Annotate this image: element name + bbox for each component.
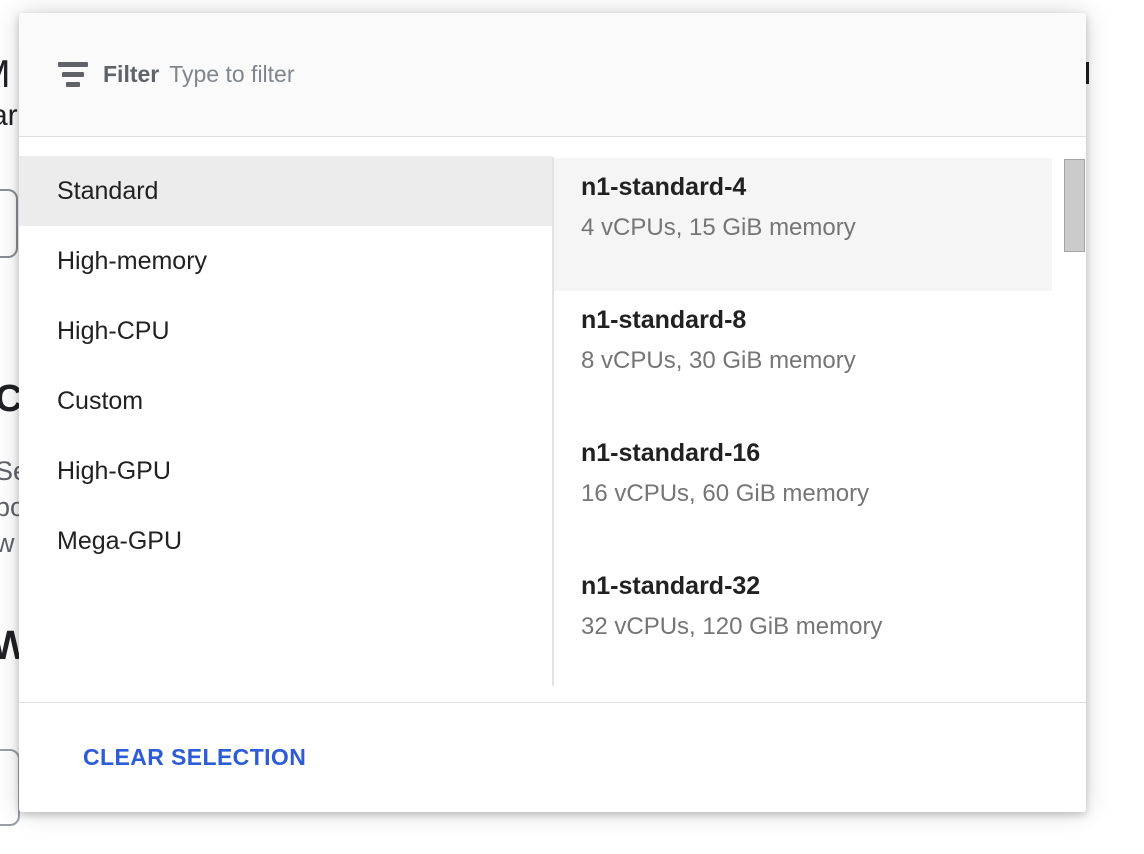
category-mega-gpu[interactable]: Mega-GPU [57,527,183,555]
picker-footer: CLEAR SELECTION [19,702,1086,812]
filter-bar: Filter [19,13,1086,137]
machine-specs: 8 vCPUs, 30 GiB memory [581,347,856,374]
machine-specs: 4 vCPUs, 15 GiB memory [581,214,856,241]
machine-option-n1-standard-32[interactable]: n1-standard-32 32 vCPUs, 120 GiB memory [554,557,1052,690]
machine-name: n1-standard-32 [581,572,761,600]
bg-button-fragment [0,749,20,826]
bg-edge-fragment [1084,62,1089,84]
category-custom[interactable]: Custom [57,387,144,415]
scrollbar-thumb[interactable] [1064,159,1085,252]
machine-option-n1-standard-16[interactable]: n1-standard-16 16 vCPUs, 60 GiB memory [554,424,1052,557]
bg-text-fragment: w [0,528,15,558]
bg-select-box-fragment [0,189,18,258]
machine-name: n1-standard-4 [581,173,747,201]
filter-list-icon [58,62,88,87]
column-divider [552,157,554,686]
machine-option-n1-standard-4[interactable]: n1-standard-4 4 vCPUs, 15 GiB memory [554,158,1052,291]
category-high-gpu[interactable]: High-GPU [57,457,171,485]
machine-type-picker-dialog: Filter Standard High-memory High-CPU Cus… [19,13,1086,812]
category-high-memory[interactable]: High-memory [57,247,208,275]
machine-type-list: n1-standard-4 4 vCPUs, 15 GiB memory n1-… [554,158,1086,702]
machine-specs: 16 vCPUs, 60 GiB memory [581,480,870,507]
filter-label: Filter [103,61,160,87]
bg-text-fragment: ar [0,99,18,132]
machine-specs: 32 vCPUs, 120 GiB memory [581,613,883,640]
bg-heading-fragment: C [0,378,23,420]
machine-name: n1-standard-8 [581,306,747,334]
filter-input[interactable] [169,61,810,88]
category-list: Standard High-memory High-CPU Custom Hig… [19,138,552,702]
machine-option-n1-standard-8[interactable]: n1-standard-8 8 vCPUs, 30 GiB memory [554,291,1052,424]
clear-selection-button[interactable]: CLEAR SELECTION [75,734,314,781]
category-standard[interactable]: Standard [19,156,552,226]
picker-body: Standard High-memory High-CPU Custom Hig… [19,138,1086,702]
machine-name: n1-standard-16 [581,439,761,467]
bg-text-fragment: M [0,53,11,97]
category-high-cpu[interactable]: High-CPU [57,317,170,345]
